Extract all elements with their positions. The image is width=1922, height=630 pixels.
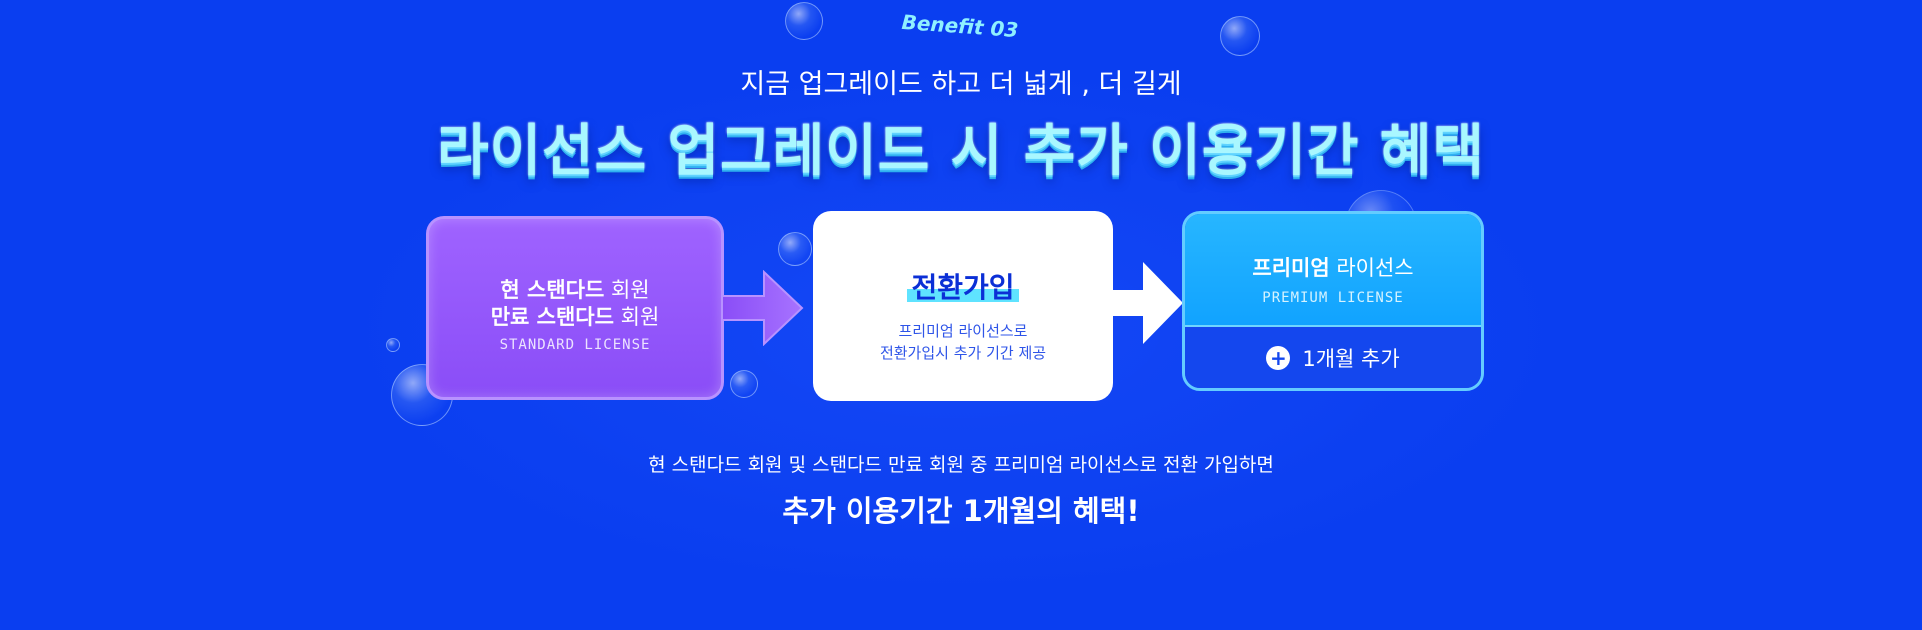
- premium-name-rest: 라이선스: [1329, 256, 1414, 280]
- premium-benefit: + 1개월 추가: [1185, 327, 1481, 388]
- switch-desc-line-1: 프리미엄 라이선스로: [898, 322, 1028, 340]
- benefit-badge: Benefit 03: [900, 9, 1020, 43]
- switch-title: 전환가입: [907, 266, 1019, 306]
- plus-icon: +: [1266, 346, 1291, 370]
- bubble-decoration: [386, 338, 400, 352]
- premium-license-card: 프리미엄 라이선스 PREMIUM LICENSE + 1개월 추가: [1182, 211, 1484, 391]
- bubble-decoration: [778, 232, 812, 266]
- arrow-right-icon: [722, 270, 804, 346]
- page-title: 라이선스 업그레이드 시 추가 이용기간 혜택: [437, 119, 1485, 184]
- standard-line-2: 만료 스탠다드 회원: [429, 304, 721, 331]
- premium-license-label: PREMIUM LICENSE: [1262, 290, 1404, 306]
- premium-name-bold: 프리미엄: [1252, 256, 1330, 280]
- premium-card-header: 프리미엄 라이선스 PREMIUM LICENSE: [1185, 214, 1481, 327]
- page-subtitle: 지금 업그레이드 하고 더 넓게 , 더 길게: [740, 69, 1182, 100]
- standard-line-1-rest: 회원: [604, 278, 650, 302]
- switch-description: 프리미엄 라이선스로 전환가입시 추가 기간 제공: [813, 320, 1113, 364]
- bottom-highlight: 추가 이용기간 1개월의 혜택!: [782, 494, 1140, 528]
- standard-line-2-bold: 만료 스탠다드: [490, 305, 614, 329]
- standard-license-card: 현 스탠다드 회원 만료 스탠다드 회원 STANDARD LICENSE: [426, 216, 724, 400]
- premium-benefit-label: 1개월 추가: [1302, 347, 1400, 371]
- bubble-decoration: [1220, 16, 1260, 56]
- premium-name: 프리미엄 라이선스: [1185, 214, 1481, 282]
- standard-line-2-rest: 회원: [613, 305, 660, 329]
- bubble-decoration: [730, 370, 758, 398]
- arrow-right-icon: [1113, 262, 1183, 344]
- switch-signup-card: 전환가입 프리미엄 라이선스로 전환가입시 추가 기간 제공: [813, 211, 1113, 401]
- bubble-decoration: [785, 2, 823, 40]
- standard-line-1-bold: 현 스탠다드: [500, 278, 605, 302]
- bottom-description: 현 스탠다드 회원 및 스탠다드 만료 회원 중 프리미엄 라이선스로 전환 가…: [648, 454, 1274, 476]
- switch-desc-line-2: 전환가입시 추가 기간 제공: [879, 344, 1047, 362]
- standard-license-label: STANDARD LICENSE: [499, 337, 651, 353]
- standard-line-1: 현 스탠다드 회원: [429, 277, 721, 304]
